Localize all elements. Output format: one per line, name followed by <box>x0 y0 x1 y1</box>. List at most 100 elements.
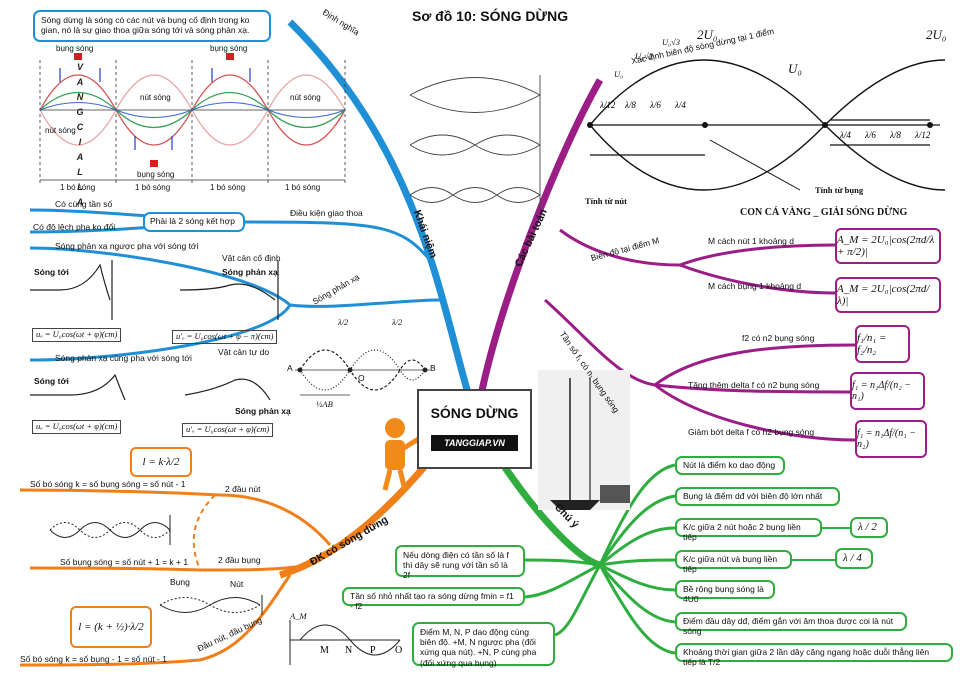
note-left-1: Nếu dòng điện có tần số là f thì dây sẽ … <box>395 545 525 580</box>
fraction-label: λ/6 <box>650 100 661 110</box>
lambda-half-2: λ/2 <box>392 317 403 327</box>
u-u0-2: U₀ <box>788 61 802 76</box>
eq2: u'ₒ = U₀cos(ωt + φ − π)(cm) <box>172 330 278 344</box>
bo-song-label-2: 1 bó sóng <box>135 183 171 192</box>
co-do-lech-pha: Có độ lệch pha ko đổi <box>33 222 116 232</box>
tinh-tu-nut: Tính từ nút <box>585 196 627 206</box>
hai-dau-bung: 2 đầu bụng <box>218 555 261 565</box>
aob-wave <box>295 349 430 396</box>
lambda-half-1: λ/2 <box>338 317 349 327</box>
song-phan-xa-2: Sóng phản xạ <box>235 406 291 416</box>
bo-song-label-1: 1 bó sóng <box>60 183 96 192</box>
fraction-label: λ/8 <box>890 130 901 140</box>
tang-them-label: Tăng thêm delta f có n2 bụng sóng <box>688 380 820 390</box>
standing-wave-diagram <box>39 53 346 185</box>
nut-label: Nút <box>230 579 244 589</box>
center-title: SÓNG DỪNG <box>430 405 519 421</box>
bung-label: Bụng <box>170 577 190 587</box>
note-7: Khoảng thời gian giữa 2 lần dây căng nga… <box>675 643 953 667</box>
giam-bot-label: Giảm bớt delta f có n2 bụng sóng <box>688 427 815 437</box>
fraction-label: λ/8 <box>625 100 636 110</box>
branch-line-dk <box>278 457 433 579</box>
vertical-letter: I <box>78 137 82 147</box>
string-vibration-images <box>409 75 541 210</box>
eq4: u'ₒ = U₀cos(ωt + φ)(cm) <box>182 423 274 437</box>
so-bo-song-2: Số bó sóng k = số bụng - 1 = số nút - 1 <box>20 654 167 664</box>
u-sqrt2: U₀√2 <box>635 51 654 61</box>
branch-line-cac-bai-toan <box>476 78 604 401</box>
point-b: B <box>430 363 436 373</box>
point-o: O <box>358 373 365 383</box>
formula-l2: l = (k + ½)·λ/2 <box>70 606 152 648</box>
point-a: A <box>287 363 293 373</box>
cung-pha-label: Sóng phản xạ cùng pha với sóng tới <box>55 353 192 363</box>
song-phan-xa-1: Sóng phản xạ <box>222 267 278 277</box>
fraction-label: λ/12 <box>600 100 616 110</box>
formula-ratio: f₁/n₁ = f₂/n₂ <box>855 325 910 363</box>
tinh-tu-bung: Tính từ bụng <box>815 185 864 195</box>
formula-am1: A_M = 2U₀|cos(2πd/λ + π/2)| <box>835 228 941 264</box>
note-2: Bụng là điểm dđ với biên độ lớn nhất <box>675 487 840 506</box>
bung-song-label-2: bụng sóng <box>210 44 248 53</box>
bo-song-label-3: 1 bó sóng <box>210 183 246 192</box>
vertical-letter: V <box>76 62 83 72</box>
point-o: O <box>395 645 403 656</box>
note-left-3: Điểm M, N, P dao động cùng biên độ. +M, … <box>412 622 555 668</box>
point-m: M <box>320 645 329 656</box>
u-sqrt3: U₀√3 <box>662 37 681 47</box>
fraction-label: λ/4 <box>840 130 851 140</box>
u-2u0-1: 2U₀ <box>697 27 718 42</box>
u-u0-1: U₀ <box>614 69 624 79</box>
note-6: Điểm đầu dây dđ, điểm gắn với âm thoa đư… <box>675 612 907 636</box>
vat-can-co-dinh: Vật cản cố định <box>222 253 281 263</box>
eq1: uₒ = U₀cos(ωt + φ)(cm) <box>32 328 122 342</box>
nguoc-pha-label: Sóng phản xạ ngược pha với sóng tới <box>55 241 199 251</box>
formula-dec: f₁ = n₁Δf/(n₁ − n₂) <box>855 420 927 458</box>
bo-song-label-4: 1 bó sóng <box>285 183 321 192</box>
am-label: A_M <box>290 611 307 621</box>
fraction-label: λ/12 <box>915 130 931 140</box>
reflection-diagrams <box>30 260 279 401</box>
half-ab: ½AB <box>316 399 333 409</box>
note-1: Nút là điểm ko dao động <box>675 456 785 475</box>
vertical-letter: A <box>76 152 84 162</box>
note-4: K/c giữa nút và bụng liền tiếp <box>675 550 792 574</box>
nut-song-label-2: nút sóng <box>290 93 321 102</box>
eq3: uₒ = U₀cos(ωt + φ)(cm) <box>32 420 122 434</box>
con-ca-vang: CON CÁ VÀNG _ GIẢI SÓNG DỪNG <box>740 207 908 218</box>
note-left-2: Tần số nhỏ nhất tạo ra sóng dừng fmin = … <box>342 587 525 611</box>
branch-line-chu-y <box>497 458 602 569</box>
presenter-figure <box>382 418 422 491</box>
bung-song-label-1: bụng sóng <box>56 44 94 53</box>
m-cach-bung: M cách bụng 1 khoảng d <box>708 281 802 291</box>
vertical-letter: C <box>76 122 84 132</box>
so-bung-song: Số bụng sóng = số nút + 1 = k + 1 <box>60 557 189 567</box>
note-3-value: λ / 2 <box>850 517 888 538</box>
song-toi-2: Sóng tới <box>34 376 69 386</box>
nut-song-label-1: nút sóng <box>140 93 171 102</box>
note-4-value: λ / 4 <box>835 548 873 569</box>
dk-diagrams <box>49 515 401 665</box>
u-2u0-2: 2U₀ <box>926 27 947 42</box>
vertical-letter: A <box>76 197 84 207</box>
page-title: Sơ đồ 10: SÓNG DỪNG <box>412 8 569 24</box>
fractions-left: λ/12 λ/8 λ/6 λ/4 <box>600 100 700 120</box>
amplitude-map <box>589 59 946 191</box>
note-5: Bề rộng bụng sóng là 4U0 <box>675 580 775 604</box>
f2-n2-label: f2 có n2 bụng sóng <box>742 333 815 343</box>
song-toi-1: Sóng tới <box>34 267 69 277</box>
m-cach-nut: M cách nút 1 khoảng d <box>708 236 795 246</box>
fraction-label: λ/4 <box>675 100 686 110</box>
note-3: K/c giữa 2 nút hoặc 2 bụng liền tiếp <box>675 518 822 542</box>
definition-box: Sóng dừng là sóng có các nút và bụng cố … <box>33 10 271 42</box>
center-logo: TANGGIAP.VN <box>431 435 518 451</box>
hai-dau-nut: 2 đầu nút <box>225 484 261 494</box>
vertical-letter: A <box>76 77 84 87</box>
vertical-letter: N <box>76 92 84 102</box>
formula-am2: A_M = 2U₀|cos(2πd/λ)| <box>835 277 941 313</box>
vertical-letter: L <box>77 167 83 177</box>
vertical-letter: L <box>77 182 83 192</box>
fraction-label: λ/6 <box>865 130 876 140</box>
